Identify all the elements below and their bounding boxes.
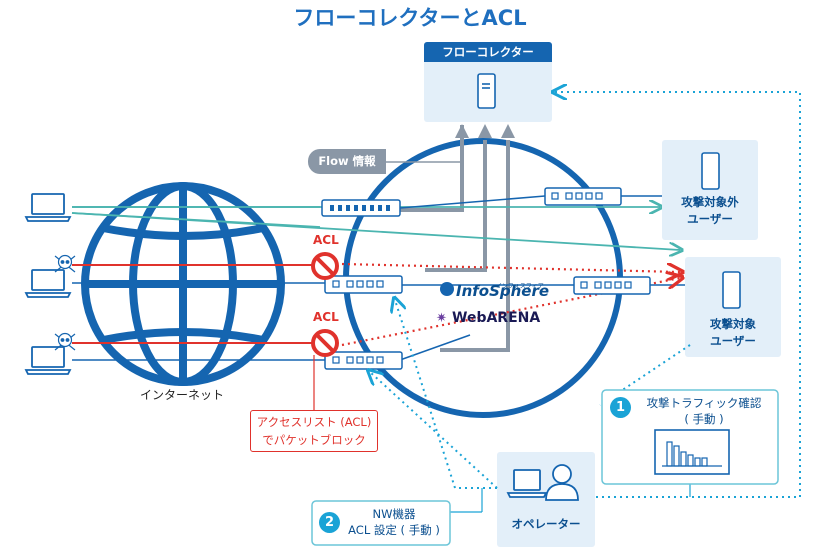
flow-info-label: Flow 情報 [308,149,386,174]
switch-mid [324,275,403,294]
step2-label-1: NW機器 [372,507,416,521]
flow-collector-label: フローコレクター [424,42,552,62]
switch-low [324,351,403,370]
attack-dotted-1 [341,264,680,272]
server-icon-outside [701,152,720,190]
acl-note-line2: でパケットブロック [262,433,366,447]
webarena-mark-icon: ✷ [436,311,447,326]
server-icon-target [722,271,741,309]
uplink-arrowheads [455,124,515,138]
target-outside-box [662,140,758,240]
internet-label: インターネット [140,388,225,402]
acl-note-card: アクセスリスト (ACL) でパケットブロック [250,410,378,452]
target-outside-label-1: 攻撃対象外 [681,195,739,209]
step1-label-1: 攻撃トラフィック確認 [646,396,762,410]
internet-globe [81,182,285,386]
target-label-2: ユーザー [710,334,756,348]
laptop-icon-3 [24,346,72,375]
server-icon-collector [477,73,496,109]
laptop-icon-1 [24,193,72,222]
step1-number-badge: 1 [610,397,631,418]
flow-uplinks [395,125,510,352]
infosphere-mark-icon [440,282,454,296]
switch-right-top [544,187,622,206]
operator-label: オペレーター [511,517,581,531]
webarena-logo: WebARENA [452,310,541,326]
infosphere-logo: InfoSphere [456,282,550,300]
step2-number-badge: 2 [319,512,340,533]
infosphere-logo-sub: インフォスフィア [496,283,544,290]
acl-label-lower: ACL [313,310,339,324]
target-outside-label-2: ユーザー [687,212,733,226]
acl-note-line1: アクセスリスト (ACL) [256,415,372,429]
skull-icon-2 [54,332,76,351]
acl-block-icon-lower [311,329,339,357]
page-title: フローコレクターとACL [293,6,527,30]
switch-right-mid [573,276,651,295]
acl-block-icon-upper [311,252,339,280]
step2-card-frame [311,500,451,546]
traffic-chart-icon [654,429,730,475]
target-label-1: 攻撃対象 [710,317,756,331]
laptop-icon-2 [24,269,72,298]
switch-top [321,199,401,217]
skull-icon-1 [54,254,76,273]
operator-icon [506,464,579,501]
acl-label-upper: ACL [313,233,339,247]
step1-label-2: ( 手動 ) [684,412,724,426]
step2-label-2: ACL 設定 ( 手動 ) [348,523,440,537]
